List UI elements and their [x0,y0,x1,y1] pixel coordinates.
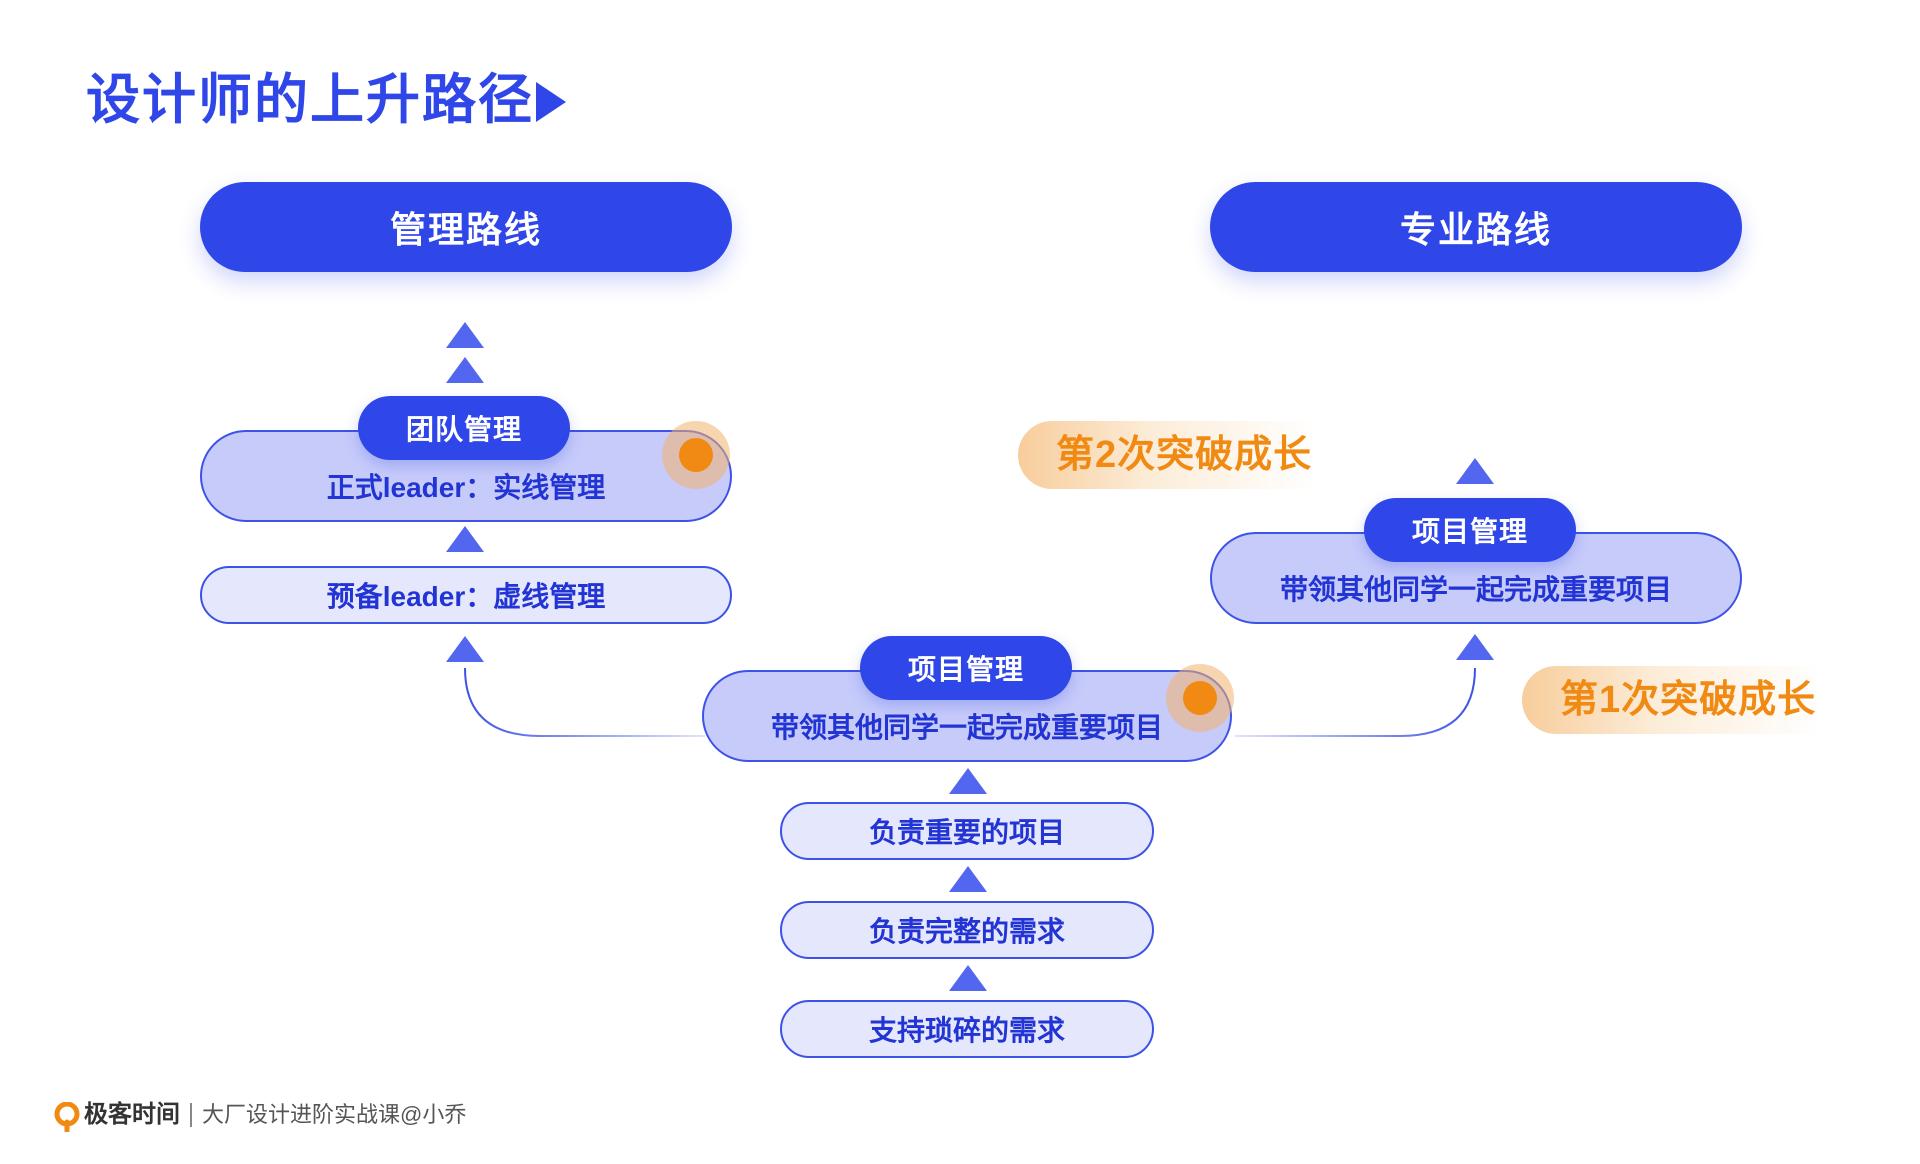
management-route-header: 管理路线 [200,182,732,272]
footer-divider [190,1103,192,1127]
second-breakthrough-label: 第2次突破成长 [1056,434,1313,476]
footer-course: 大厂设计进阶实战课@小乔 [202,1102,467,1127]
center-project-tag: 项目管理 [860,636,1072,700]
step-card: 负责完整的需求 [780,901,1154,959]
center-project-desc: 带领其他同学一起完成重要项目 [770,712,1163,743]
up-arrow-icon [1456,634,1494,660]
breakthrough-marker-dot [679,438,713,472]
professional-project-tag: 项目管理 [1364,498,1576,562]
breakthrough-marker-dot [1183,681,1217,715]
team-management-tag: 团队管理 [358,396,570,460]
footer-brand: 极客时间 [84,1101,180,1128]
first-breakthrough-badge [1522,666,1822,734]
left-branch-curve [464,667,705,737]
up-arrow-icon [446,636,484,662]
professional-project-desc: 带领其他同学一起完成重要项目 [1279,574,1672,605]
professional-project-card: 带领其他同学一起完成重要项目 [1210,532,1742,624]
reserve-leader-desc: 预备leader：虚线管理 [326,581,606,612]
up-arrow-icon [949,768,987,794]
up-arrow-icon [446,526,484,552]
play-arrow-icon [536,82,566,122]
step-label: 负责重要的项目 [868,817,1065,848]
first-breakthrough-label: 第1次突破成长 [1560,679,1817,721]
up-arrow-icon [949,866,987,892]
right-branch-curve [1235,667,1476,737]
reserve-leader-card: 预备leader：虚线管理 [200,566,732,624]
step-card: 支持琐碎的需求 [780,1000,1154,1058]
center-project-card: 带领其他同学一起完成重要项目 [702,670,1232,762]
up-arrow-icon [1456,458,1494,484]
up-arrow-icon [446,322,484,348]
step-card: 负责重要的项目 [780,802,1154,860]
second-breakthrough-badge [1018,421,1318,489]
step-label: 支持琐碎的需求 [868,1015,1065,1046]
geektime-logo-icon [54,1102,80,1132]
up-arrow-icon [949,965,987,991]
formal-leader-desc: 正式leader：实线管理 [326,472,606,503]
page-title: 设计师的上升路径 [86,70,534,130]
professional-route-header: 专业路线 [1210,182,1742,272]
up-arrow-icon [446,357,484,383]
step-label: 负责完整的需求 [868,916,1065,947]
